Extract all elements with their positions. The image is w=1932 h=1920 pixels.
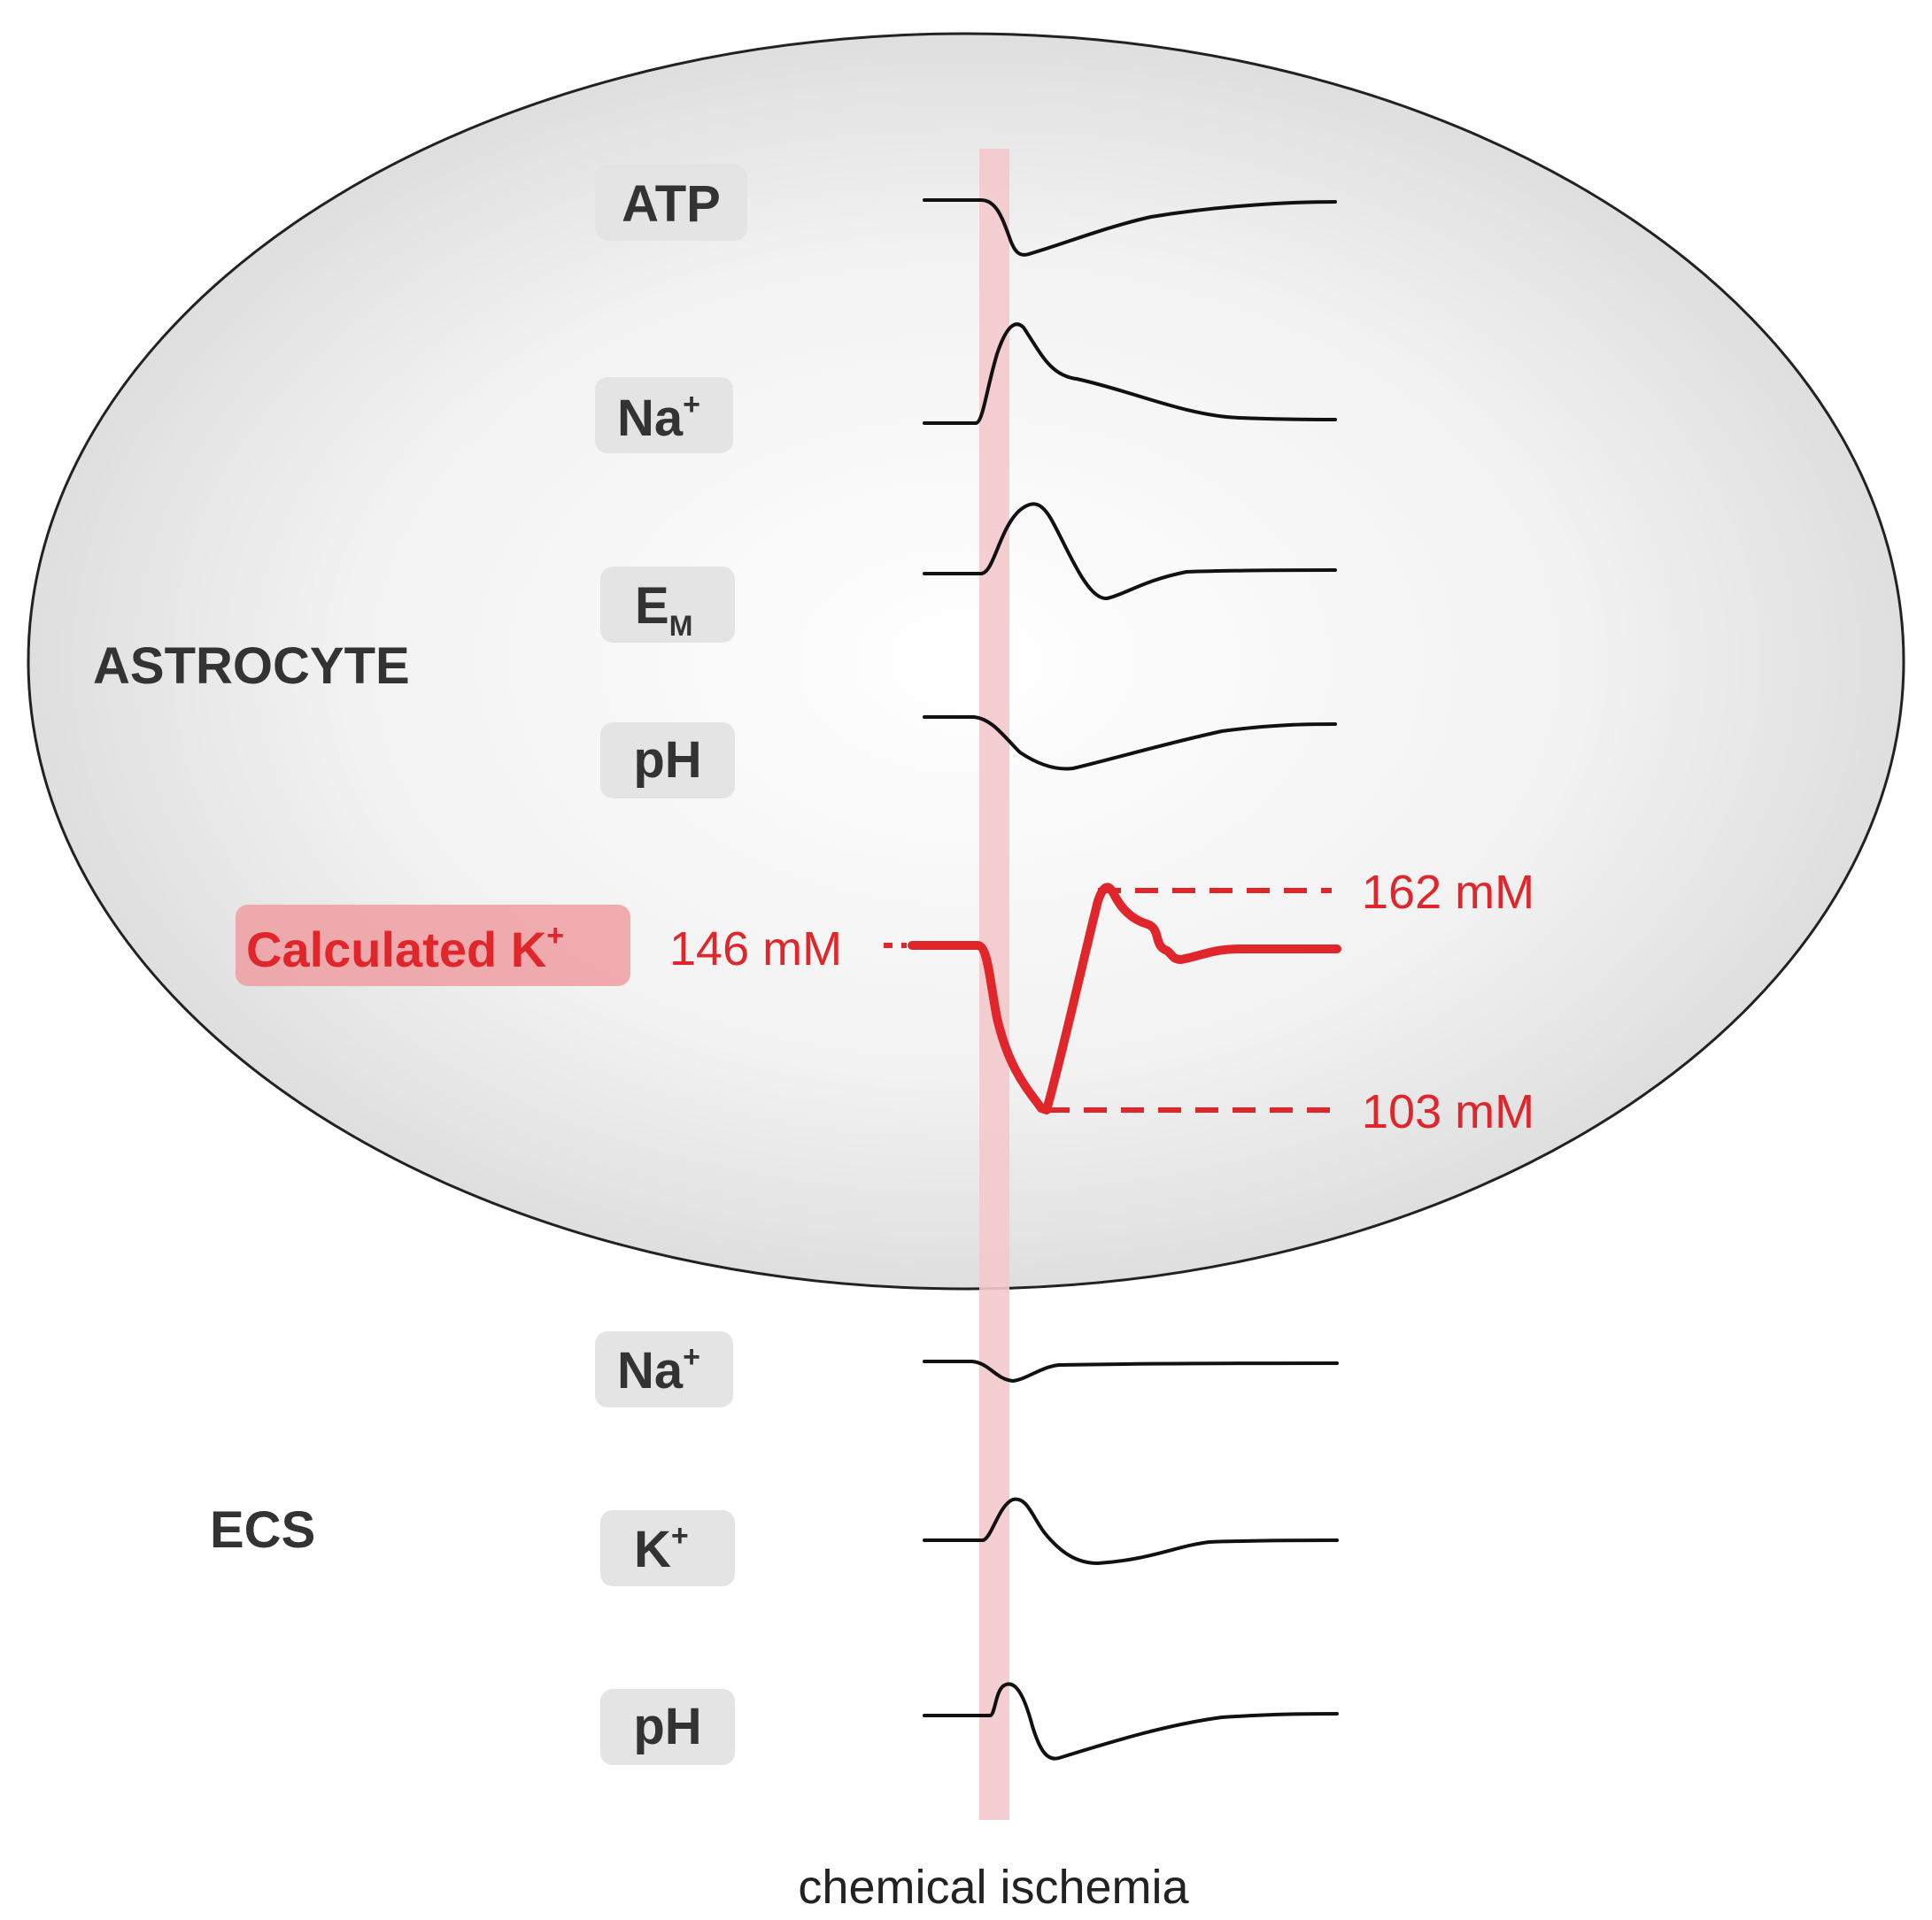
trace-na-intracellular <box>923 322 1337 425</box>
k-trough-value: 103 mM <box>1362 1085 1534 1138</box>
k-baseline-value: 146 mM <box>669 922 842 975</box>
label-ph-ecs: pH <box>600 1689 735 1765</box>
label-calculated-k-bg <box>236 905 630 986</box>
label-na-intracellular: Na+ <box>595 377 733 453</box>
label-em-text: EM <box>635 577 692 642</box>
label-ph-intracellular: pH <box>600 722 735 798</box>
label-em: EM <box>600 567 735 643</box>
label-ph-ecs-text: pH <box>633 1698 701 1755</box>
trace-atp <box>923 198 1337 257</box>
label-calculated-k-text: Calculated K+ <box>246 919 564 977</box>
trace-em <box>923 502 1337 600</box>
trace-na-ecs <box>923 1360 1339 1383</box>
trace-ph-intracellular <box>923 715 1337 771</box>
trace-ph-ecs <box>923 1682 1339 1761</box>
label-na-ecs-text: Na+ <box>617 1340 700 1400</box>
label-k-ecs-bg <box>600 1510 735 1586</box>
ecs-region-label: ECS <box>210 1501 315 1559</box>
astrocyte-region-label: ASTROCYTE <box>93 637 410 695</box>
label-k-ecs: K+ <box>600 1510 735 1586</box>
label-ph-ecs-bg <box>600 1689 735 1765</box>
calculated-k-annotation-group: 146 mM 162 mM 103 mM <box>669 866 1534 1138</box>
label-calculated-k: Calculated K+ <box>236 905 630 986</box>
label-k-ecs-text: K+ <box>634 1519 689 1578</box>
trace-k-ecs <box>923 1497 1339 1565</box>
label-atp-text: ATP <box>622 175 721 233</box>
k-peak-value: 162 mM <box>1362 866 1534 919</box>
label-na-intracellular-bg <box>595 377 733 453</box>
event-label-chemical-ischemia: chemical ischemia <box>798 1861 1189 1914</box>
label-atp: ATP <box>595 165 747 241</box>
label-em-bg <box>600 567 735 643</box>
label-ph-intracellular-text: pH <box>633 731 701 789</box>
label-ph-intracellular-bg <box>600 722 735 798</box>
label-na-ecs-bg <box>595 1331 733 1407</box>
label-atp-bg <box>595 165 747 241</box>
trace-calculated-k <box>908 883 1341 1114</box>
label-na-intracellular-text: Na+ <box>617 388 700 447</box>
label-na-ecs: Na+ <box>595 1331 733 1407</box>
